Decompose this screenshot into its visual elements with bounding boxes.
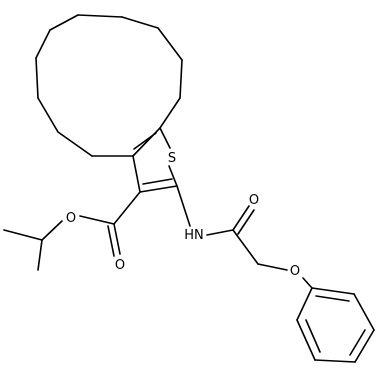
amide-group: HN O [176,185,259,265]
ester-ether-bond [41,220,63,241]
amide-carbonyl-oxygen-label: O [249,193,259,208]
thiophene-bond [132,155,141,193]
phenoxy-ether-bond [302,277,313,289]
benzene-bond [354,329,375,363]
benzene-bond [296,287,313,321]
thiophene-ring: S [132,127,178,193]
ring-bond [35,57,39,99]
thiophene-bond [159,127,171,149]
benzene-double-bond-inner [305,319,321,353]
ring-bond [37,97,59,133]
ester-ether-oxygen-label: O [66,211,76,226]
ring-bond [49,14,79,31]
ester-ether-bond [79,215,115,225]
isopropyl-methyl-bond [37,239,43,271]
ring-bond [179,59,183,99]
isopropyl-ester-group: O O [3,191,141,273]
ring-bond [57,131,93,157]
thiophene-double-bond-inner [133,132,157,150]
ester-carbonyl-oxygen-label: O [115,258,125,273]
ring-bond [35,29,51,59]
ring-bond [77,14,123,18]
amide-methylene-bond [232,229,259,265]
sulfur-atom-label: S [168,151,176,166]
isopropyl-methyl-bond [3,229,43,241]
benzene-double-bond-inner [315,295,350,302]
benzene-bond [353,293,375,331]
benzene-bond [314,359,356,363]
thiophene-bond [168,165,178,187]
amide-carbonyl-double-bond [237,209,255,235]
ring-bond [159,97,181,129]
phenoxy-group: O [257,263,375,363]
phenoxy-ether-bond [257,263,288,271]
ester-carbonyl-double-bond [107,225,115,257]
benzene-bond [296,319,316,361]
phenoxy-oxygen-label: O [290,264,300,279]
ester-bond [113,191,141,225]
thiophene-bond [132,127,161,157]
amide-nitrogen-label: HN [184,228,204,243]
thiophene-double-bond-inner [142,178,173,185]
ring-bond [121,16,159,29]
amide-nitrogen-bond [206,229,234,236]
amide-nitrogen-bond [176,185,191,227]
ring-bond [157,27,183,61]
benzene-double-bond-inner [349,329,366,356]
cyclododecane-ring [35,14,183,157]
amide-carbonyl-bond [232,205,250,231]
ester-carbonyl-bond [113,223,121,255]
thiophene-bond [139,185,178,193]
benzene-bond [311,287,355,295]
